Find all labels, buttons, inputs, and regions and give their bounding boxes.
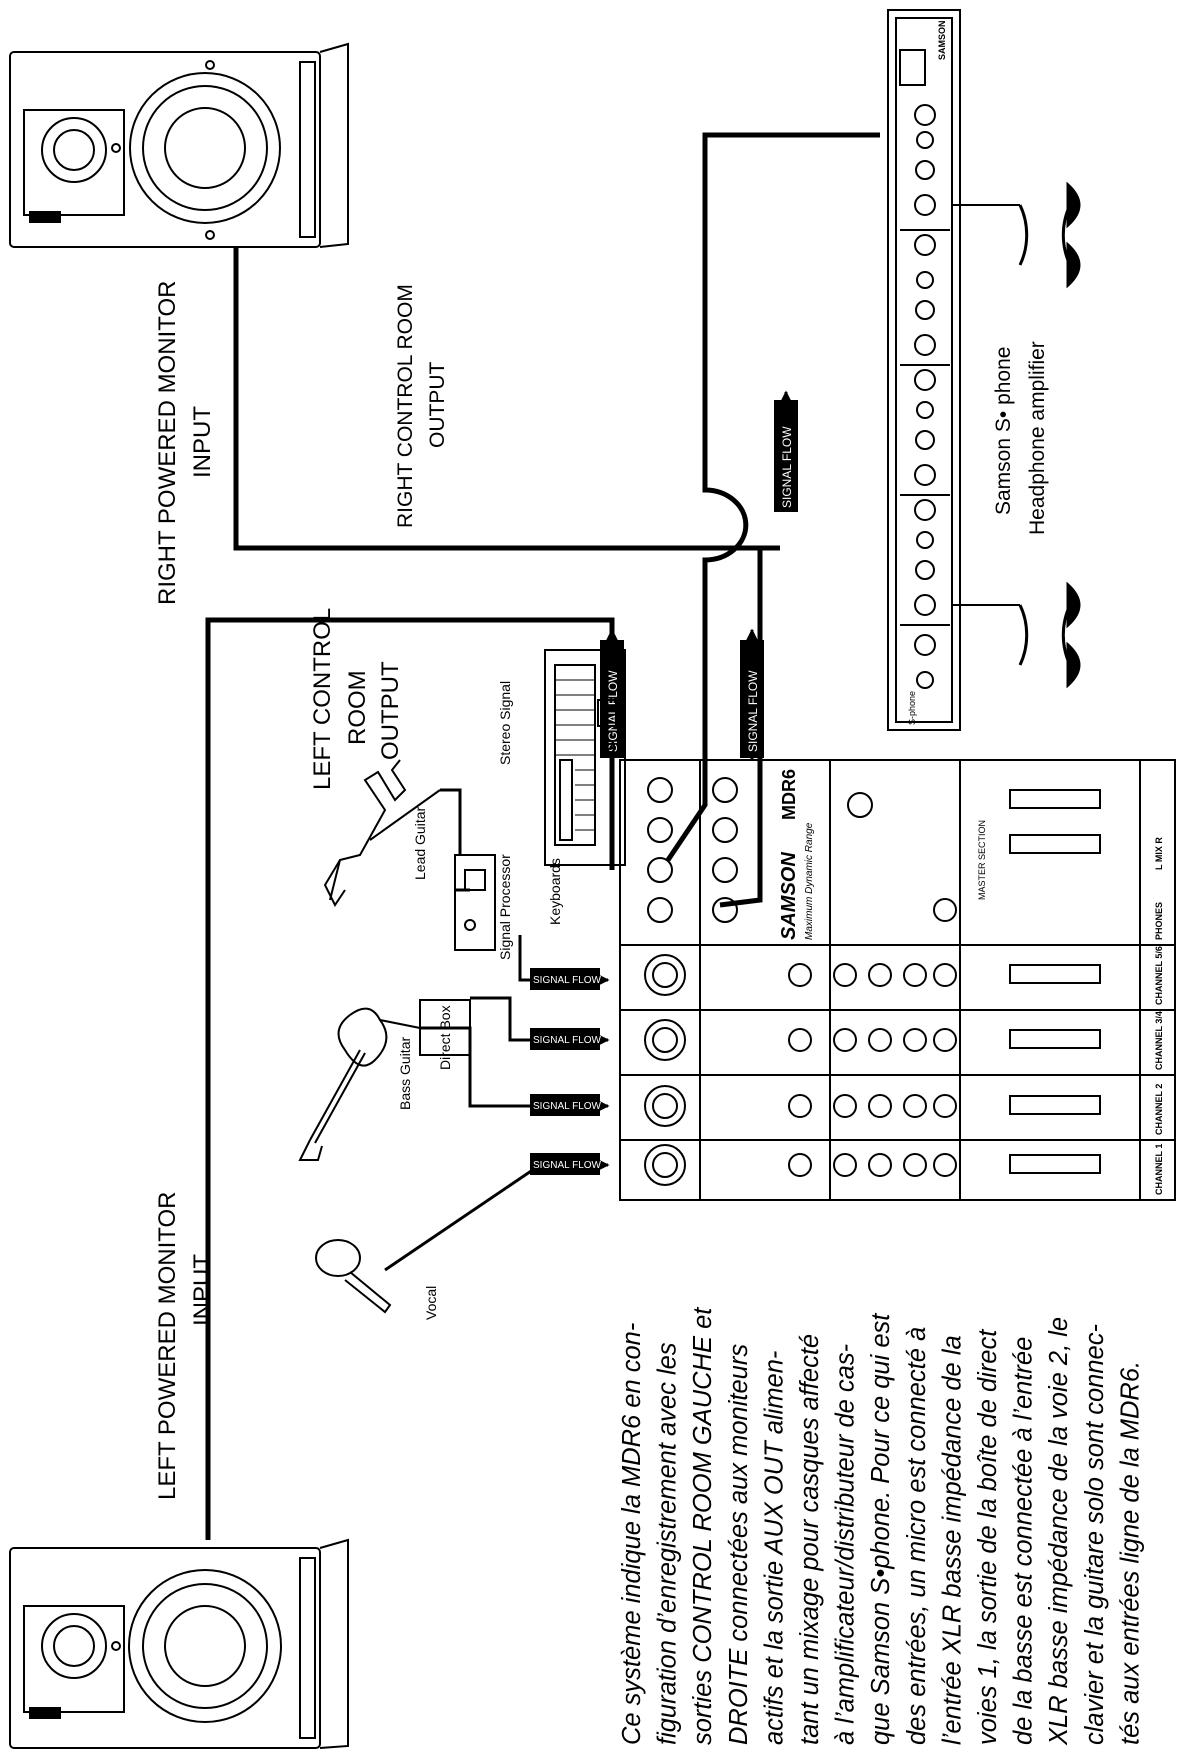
mixer-model-name: MDR6: [779, 769, 799, 820]
signal-flow-tags: [530, 400, 798, 1175]
signal-flow-label-7: SIGNAL FLOW: [533, 1160, 602, 1171]
channel-2-label: CHANNEL 2: [1154, 1084, 1164, 1135]
caption-line: clavier et la guitare solo sont connec-: [1081, 1324, 1109, 1745]
right-cr-cable: [719, 545, 780, 908]
signal-flow-label-6: SIGNAL FLOW: [533, 1101, 602, 1112]
left-monitor-label-1: LEFT POWERED MONITOR: [154, 1192, 181, 1500]
signal-processor: [454, 854, 496, 951]
vocal-label: Vocal: [423, 1286, 439, 1320]
caption-line: des entrées, un micro est connecté à: [903, 1327, 931, 1745]
vocal-microphone: [315, 1239, 392, 1314]
caption-line: sorties CONTROL ROOM GAUCHE et: [689, 1307, 717, 1745]
signal-flow-label-4: SIGNAL FLOW: [533, 975, 602, 986]
lead-guitar: [323, 759, 441, 907]
channel-34-label: CHANNEL 3/4: [1154, 1011, 1164, 1070]
caption-line: que Samson S•phone. Pour ce qui est: [867, 1313, 895, 1745]
right-cr-label-1: RIGHT CONTROL ROOM: [394, 284, 417, 528]
keyboards-label: Keyboards: [547, 858, 563, 925]
caption-line: de la basse est connectée à l’entrée: [1010, 1337, 1038, 1745]
headphones-bottom: [1018, 581, 1081, 689]
input-cables: [384, 788, 541, 1272]
mixer-tagline: Maximum Dynamic Range: [804, 822, 815, 940]
headphone-amp-label-1: Samson S• phone: [992, 347, 1015, 515]
lead-guitar-label: Lead Guitar: [412, 807, 428, 880]
headphone-cables: [952, 204, 1020, 606]
caption-line: actifs et la sortie AUX OUT alimen-: [760, 1351, 788, 1745]
caption-line: Ce système indique la MDR6 en con-: [618, 1323, 646, 1745]
right-monitor-label-2: INPUT: [189, 406, 216, 478]
channel-56-label: CHANNEL 5/6: [1154, 946, 1164, 1005]
bass-guitar: [298, 1007, 421, 1161]
caption-paragraph: Ce système indique la MDR6 en con-figura…: [618, 1307, 1144, 1746]
left-monitor-label-2: INPUT: [189, 1254, 216, 1326]
right-cr-label-2: OUTPUT: [426, 362, 449, 449]
caption-line: tant un mixage pour casques affecté: [796, 1334, 824, 1745]
caption-line: XLR basse impédance de la voie 2, le: [1045, 1317, 1073, 1746]
headphone-amp-label-2: Headphone amplifier: [1026, 341, 1049, 535]
phones-label: PHONES: [1154, 902, 1164, 940]
aux-out-cable: [665, 132, 880, 862]
headphone-amplifier: [887, 9, 961, 731]
right-powered-monitor: [9, 42, 349, 248]
caption-line: à l’amplificateur/distributeur de cas-: [832, 1344, 860, 1745]
caption-line: voies 1, la sortie de la boîte de direct: [974, 1329, 1002, 1745]
mdr6-mixer: [619, 759, 1176, 1201]
left-cr-label-3: OUTPUT: [377, 661, 404, 760]
right-monitor-label-1: RIGHT POWERED MONITOR: [154, 281, 181, 605]
mix-label: L MIX R: [1154, 837, 1164, 870]
caption-line: figuration d’enregistrement avec les: [654, 1342, 682, 1745]
right-monitor-cable: [233, 247, 780, 551]
bass-guitar-label: Bass Guitar: [397, 1037, 413, 1110]
signal-flow-label-5: SIGNAL FLOW: [533, 1035, 602, 1046]
left-cr-label-1: LEFT CONTROL: [309, 608, 336, 790]
signal-flow-label-3: SIGNAL FLOW: [780, 426, 794, 508]
direct-box: [419, 999, 471, 1056]
headphones-top: [1018, 181, 1081, 289]
caption-line: DROITE connectées aux moniteurs: [725, 1344, 753, 1745]
signal-flow-label-1: SIGNAL FLOW: [606, 670, 620, 752]
amp-samson-logo: SAMSON: [937, 20, 947, 60]
signal-processor-label: Signal Processor: [497, 854, 513, 960]
left-powered-monitor: [9, 1538, 349, 1749]
signal-flow-label-2: SIGNAL FLOW: [746, 670, 760, 752]
direct-box-label: Direct Box: [437, 1005, 453, 1070]
caption-line: tés aux entrées ligne de la MDR6.: [1116, 1361, 1144, 1745]
keyboard: [544, 649, 626, 866]
left-cr-label-2: ROOM: [344, 670, 371, 745]
mixer-samson-logo: SAMSON: [778, 852, 800, 940]
master-section-label: MASTER SECTION: [977, 820, 987, 900]
stereo-signal-label: Stereo Signal: [497, 681, 513, 765]
caption-line: l’entrée XLR basse impédance de la: [938, 1335, 966, 1745]
channel-1-label: CHANNEL 1: [1154, 1144, 1164, 1195]
sphone-badge: S-phone: [907, 691, 917, 725]
